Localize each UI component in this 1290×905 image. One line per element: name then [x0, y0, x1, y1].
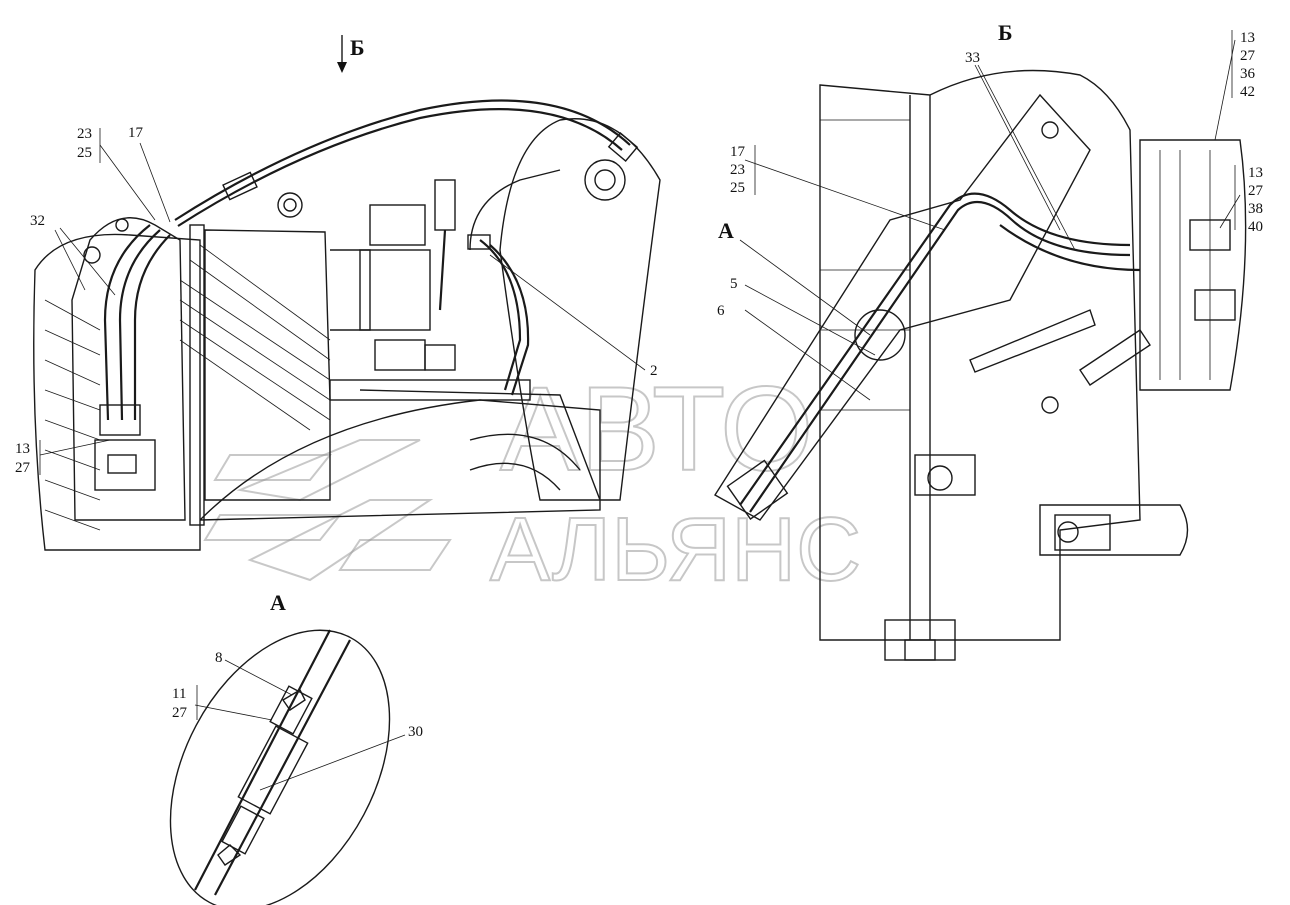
detail-a-view [169, 629, 391, 905]
callout-2: 2 [650, 363, 658, 379]
callout-42: 42 [1240, 84, 1255, 100]
view-a-section-label: А [270, 590, 286, 615]
watermark-line1: АВТО [500, 362, 813, 496]
callout-27-r1: 27 [1240, 48, 1256, 64]
view-labels: Б Б А А [270, 20, 1013, 615]
pump-bracket [71, 217, 186, 521]
callout-25-right: 25 [730, 180, 745, 196]
callout-33: 33 [965, 50, 980, 66]
callout-bars [39, 30, 1236, 720]
callout-5: 5 [730, 276, 738, 292]
view-b-title: Б [998, 20, 1013, 45]
callout-13-r1: 13 [1240, 30, 1255, 46]
callout-17-right: 17 [730, 144, 746, 160]
loader-arm [469, 118, 661, 501]
callout-8: 8 [215, 650, 223, 666]
left-main-view [33, 99, 661, 551]
callout-27-left: 27 [15, 460, 31, 476]
vertical-tube [189, 224, 205, 526]
callout-30: 30 [408, 724, 423, 740]
right-bracket [1139, 139, 1247, 391]
view-b-direction-label: Б [350, 35, 365, 60]
callout-13-r2: 13 [1248, 165, 1263, 181]
arm-fittings [434, 179, 530, 396]
watermark-line2: АЛЬЯНС [490, 500, 861, 600]
lower-frame [199, 379, 601, 521]
pump-hoses [99, 224, 171, 436]
view-b-arrow-head [337, 62, 347, 73]
view-a-marker-label: А [718, 218, 734, 243]
callout-23-right: 23 [730, 162, 745, 178]
callout-25-left: 25 [77, 145, 92, 161]
callout-numbers: 23 25 17 32 2 13 27 8 11 27 30 17 23 25 … [15, 30, 1264, 740]
callout-13-left: 13 [15, 441, 30, 457]
callout-27-detail: 27 [172, 705, 188, 721]
callout-36: 36 [1240, 66, 1256, 82]
callout-32: 32 [30, 213, 45, 229]
right-view-b [714, 69, 1247, 661]
callout-6: 6 [717, 303, 725, 319]
watermark: АВТО АЛЬЯНС [203, 361, 862, 601]
callout-27-r2: 27 [1248, 183, 1264, 199]
callout-40: 40 [1248, 219, 1263, 235]
housing-block [204, 192, 456, 501]
watermark-logo [203, 439, 452, 582]
callout-11: 11 [172, 686, 186, 702]
callout-17-left: 17 [128, 125, 144, 141]
callout-23-left: 23 [77, 126, 92, 142]
leader-lines [39, 39, 1241, 791]
callout-38: 38 [1248, 201, 1263, 217]
